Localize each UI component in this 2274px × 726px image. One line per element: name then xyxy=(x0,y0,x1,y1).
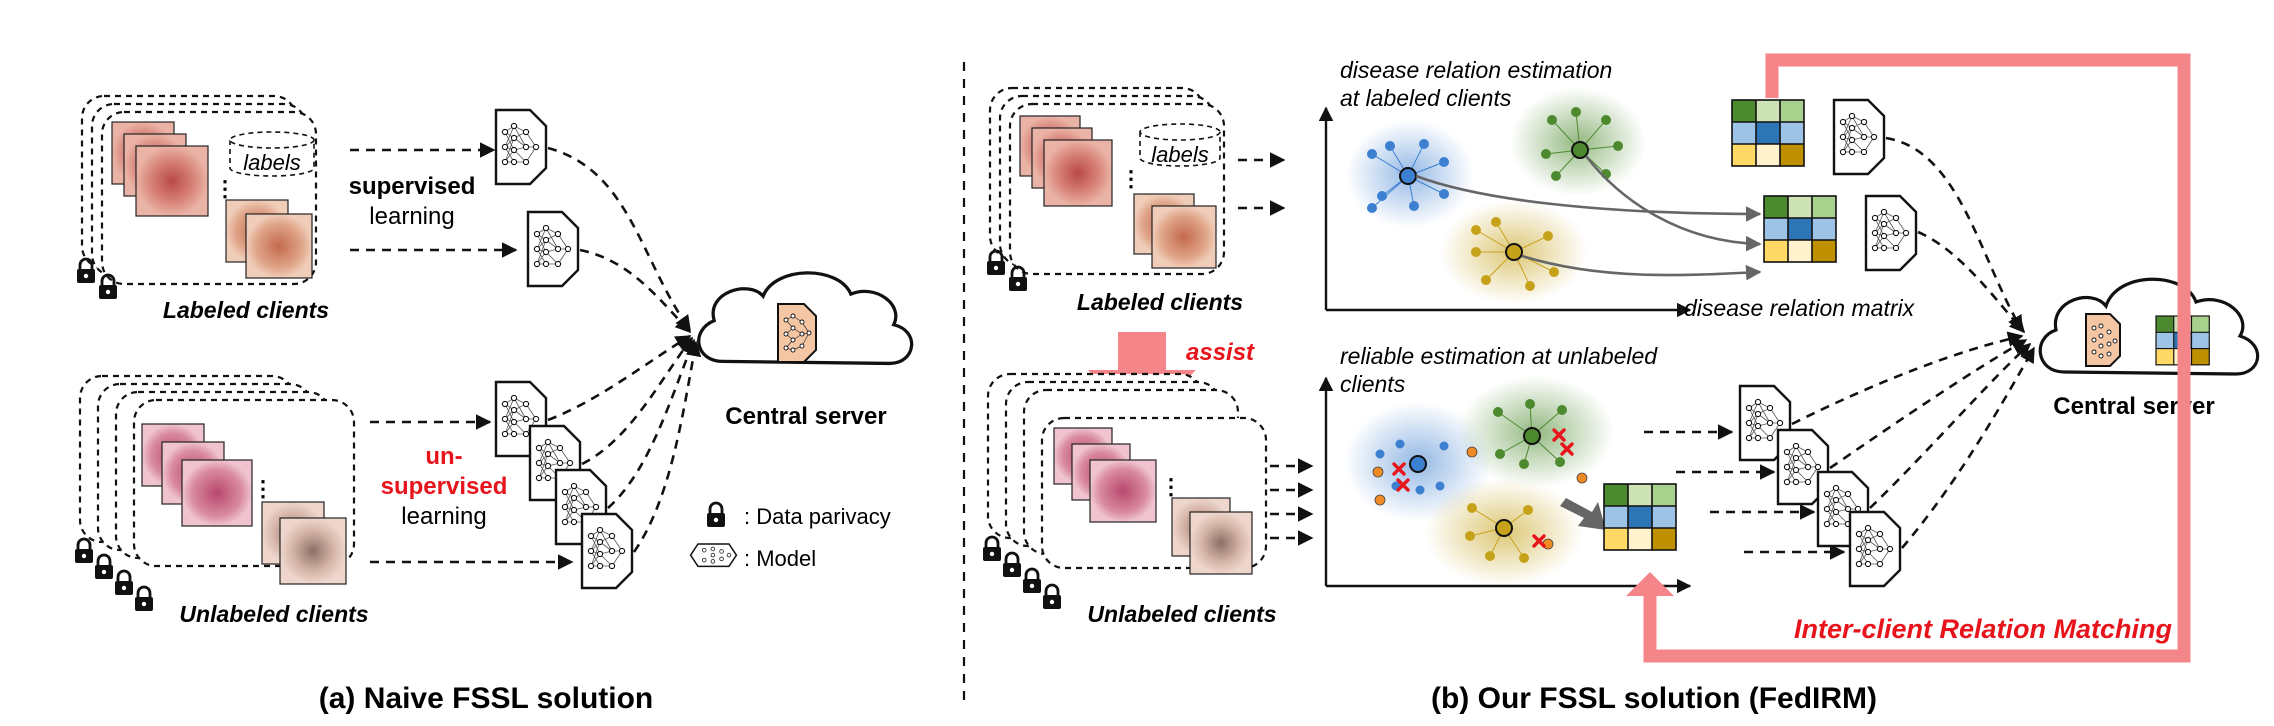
skin-lesion-image: ⋮ xyxy=(111,121,313,279)
svg-text:⋮: ⋮ xyxy=(252,476,274,501)
lock-icon xyxy=(133,585,155,613)
central-server-label: Central server xyxy=(2053,393,2214,420)
matrix-label: disease relation matrix xyxy=(1684,295,1916,321)
relation-matrix-icon xyxy=(1603,483,1677,551)
supervised-flow: supervised learning xyxy=(349,108,580,288)
reliable-title-2: clients xyxy=(1340,371,1406,397)
skin-lesion-image: ⋮ xyxy=(141,423,347,585)
lock-icon xyxy=(705,501,727,529)
assist-label: assist xyxy=(1186,339,1255,366)
unsupervised-flow: un- supervised learning xyxy=(370,380,634,590)
labeled-clients-label: Labeled clients xyxy=(1077,289,1243,315)
labeled-estimation-plot: disease relation estimation at labeled c… xyxy=(1318,57,1916,321)
svg-text:⋮: ⋮ xyxy=(1160,474,1182,499)
legend-privacy: : Data parivacy xyxy=(744,504,891,529)
unlabeled-estimation-plot: reliable estimation at unlabeled clients xyxy=(1318,343,1692,594)
database-cylinder-icon: labels xyxy=(229,131,315,177)
estimation-title-2: at labeled clients xyxy=(1340,85,1512,111)
legend-model: : Model xyxy=(744,546,816,571)
labeled-clients-stack: ⋮ labels Labeled clients xyxy=(75,94,329,323)
estimation-title-1: disease relation estimation xyxy=(1340,57,1612,83)
neural-network-model-icon xyxy=(689,543,738,568)
panel-b: ⋮ labels Labeled clients assist xyxy=(981,53,2260,715)
aggregation-arrows xyxy=(547,146,702,553)
lock-icon xyxy=(113,569,135,597)
legend: : Data parivacy : Model xyxy=(689,501,891,571)
cloud-server-icon xyxy=(697,271,914,366)
labels-tag: labels xyxy=(243,150,300,175)
irm-label: Inter-client Relation Matching xyxy=(1794,614,2173,644)
caption-b: (b) Our FSSL solution (FedIRM) xyxy=(1431,682,1877,715)
labeled-clients-stack: ⋮ labels Labeled clients xyxy=(985,86,1243,315)
lock-icon xyxy=(985,249,1007,277)
neural-network-model-icon xyxy=(580,512,634,590)
lock-icon xyxy=(93,553,115,581)
svg-text:⋮: ⋮ xyxy=(1120,166,1142,191)
database-cylinder-icon: labels xyxy=(1139,123,1221,167)
inter-client-relation-matching-loop: Inter-client Relation Matching xyxy=(1626,53,2191,663)
lock-icon xyxy=(73,537,95,565)
lock-icon xyxy=(1021,567,1043,595)
unlabeled-clients-label: Unlabeled clients xyxy=(179,601,368,627)
unlabeled-clients-label: Unlabeled clients xyxy=(1087,601,1276,627)
svg-text:⋮: ⋮ xyxy=(214,176,236,201)
panel-a: ⋮ labels Labeled clients ⋮ xyxy=(73,94,914,715)
cloud-server-icon xyxy=(2038,277,2260,376)
supervised-label: supervised xyxy=(349,173,476,200)
lock-icon xyxy=(981,535,1003,563)
neural-network-model-icon xyxy=(526,210,580,288)
neural-network-model-icon xyxy=(1848,510,1902,588)
lock-icon xyxy=(1001,551,1023,579)
neural-network-model-icon xyxy=(1864,194,1918,272)
learning-label: learning xyxy=(369,203,454,230)
labeled-clients-label: Labeled clients xyxy=(163,297,329,323)
reliable-title-1: reliable estimation at unlabeled xyxy=(1340,343,1658,369)
neural-network-model-icon xyxy=(1832,98,1886,176)
neural-network-model-icon xyxy=(494,108,548,186)
relation-matrix-icon xyxy=(1731,99,1805,167)
lock-icon xyxy=(1041,583,1063,611)
lock-icon xyxy=(1007,265,1029,293)
labels-tag: labels xyxy=(1151,142,1208,167)
unsupervised-label-3: learning xyxy=(401,503,486,530)
unlabeled-clients-stack: ⋮ Unlabeled clients xyxy=(981,372,1277,627)
lock-icon xyxy=(75,257,97,285)
aggregation-arrows xyxy=(1791,136,2036,549)
unlabeled-clients-stack: ⋮ Unlabeled clients xyxy=(73,374,369,627)
relation-matrix-icon xyxy=(1763,195,1837,263)
unsupervised-label-2: supervised xyxy=(381,473,508,500)
caption-a: (a) Naive FSSL solution xyxy=(319,682,654,715)
unsupervised-label-1: un- xyxy=(425,443,462,470)
central-server-label: Central server xyxy=(725,403,886,430)
